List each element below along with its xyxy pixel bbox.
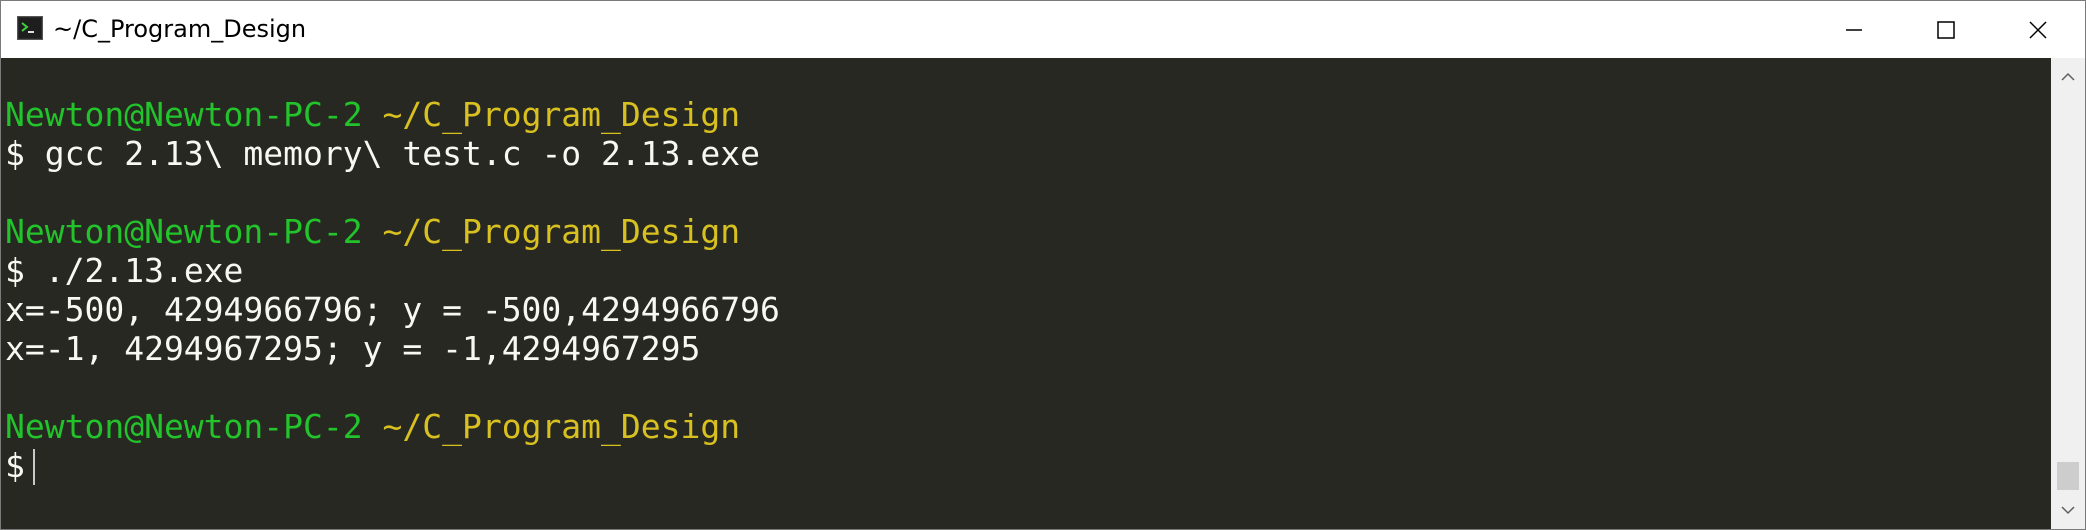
scroll-up-arrow-icon bbox=[2061, 72, 2075, 81]
vertical-scrollbar[interactable] bbox=[2051, 58, 2085, 529]
scroll-thumb[interactable] bbox=[2057, 462, 2079, 490]
title-bar[interactable]: ~/C_Program_Design bbox=[1, 1, 2085, 58]
close-button[interactable] bbox=[1992, 1, 2084, 58]
blank-line bbox=[5, 173, 780, 212]
prompt-header: Newton@Newton-PC-2 ~/C_Program_Design bbox=[5, 212, 780, 251]
user-host: Newton@Newton-PC-2 bbox=[5, 212, 363, 251]
output-line: x=-500, 4294966796; y = -500,4294966796 bbox=[5, 290, 780, 329]
prompt-symbol: $ bbox=[5, 251, 25, 290]
window-title: ~/C_Program_Design bbox=[53, 15, 307, 43]
terminal-lines: Newton@Newton-PC-2 ~/C_Program_Design $ … bbox=[5, 95, 780, 485]
prompt-header: Newton@Newton-PC-2 ~/C_Program_Design bbox=[5, 95, 780, 134]
scroll-down-arrow-icon bbox=[2061, 506, 2075, 515]
text-cursor bbox=[32, 449, 35, 485]
command-text: ./2.13.exe bbox=[44, 251, 244, 290]
command-text: gcc 2.13\ memory\ test.c -o 2.13.exe bbox=[44, 134, 760, 173]
prompt-symbol: $ bbox=[5, 446, 25, 485]
minimize-icon bbox=[1846, 28, 1862, 31]
terminal-output[interactable]: Newton@Newton-PC-2 ~/C_Program_Design $ … bbox=[1, 58, 2051, 529]
prompt-header: Newton@Newton-PC-2 ~/C_Program_Design bbox=[5, 407, 780, 446]
maximize-icon bbox=[1937, 20, 1955, 39]
scroll-up-button[interactable] bbox=[2051, 60, 2085, 94]
close-icon bbox=[2029, 20, 2047, 39]
maximize-button[interactable] bbox=[1900, 1, 1992, 58]
user-host: Newton@Newton-PC-2 bbox=[5, 407, 363, 446]
scroll-down-button[interactable] bbox=[2051, 493, 2085, 527]
current-path: ~/C_Program_Design bbox=[382, 407, 741, 446]
command-line: $ gcc 2.13\ memory\ test.c -o 2.13.exe bbox=[5, 134, 780, 173]
current-path: ~/C_Program_Design bbox=[382, 95, 741, 134]
input-line[interactable]: $ bbox=[5, 446, 780, 485]
current-path: ~/C_Program_Design bbox=[382, 212, 741, 251]
user-host: Newton@Newton-PC-2 bbox=[5, 95, 363, 134]
output-line: x=-1, 4294967295; y = -1,4294967295 bbox=[5, 329, 701, 368]
blank-line bbox=[5, 368, 780, 407]
terminal-icon[interactable] bbox=[17, 16, 43, 40]
command-line: $ ./2.13.exe bbox=[5, 251, 780, 290]
minimize-button[interactable] bbox=[1808, 1, 1900, 58]
prompt-symbol: $ bbox=[5, 134, 25, 173]
